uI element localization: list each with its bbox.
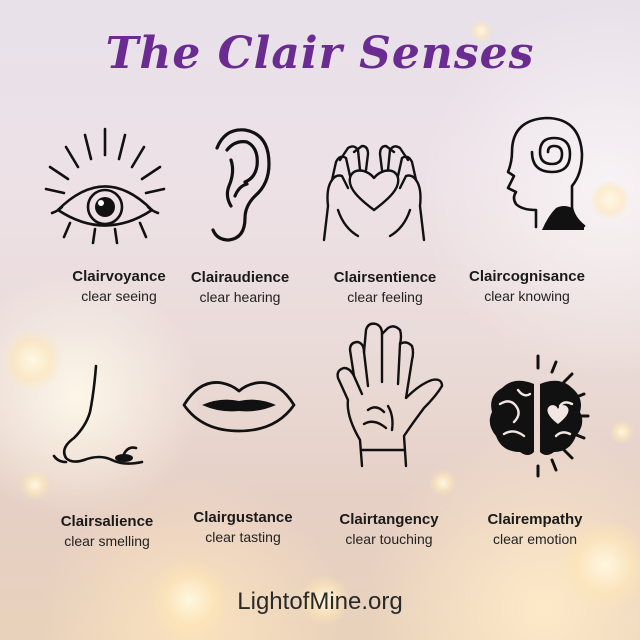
sense-description: clear seeing <box>81 288 157 305</box>
sense-label-clairtangency: Clairtangency clear touching <box>314 510 464 549</box>
sense-label-clairgustance: Clairgustance clear tasting <box>168 508 318 547</box>
hand-icon <box>336 322 444 468</box>
sense-description: clear knowing <box>484 288 570 305</box>
sense-description: clear hearing <box>199 289 281 306</box>
sense-label-clairsalience: Clairsalience clear smelling <box>32 512 182 551</box>
sense-description: clear emotion <box>492 531 578 548</box>
sense-label-clairvoyance: Clairvoyance clear seeing <box>44 267 194 306</box>
sense-description: clear smelling <box>64 533 150 550</box>
lips-icon <box>182 381 296 433</box>
bokeh-light <box>610 420 634 444</box>
sense-description: clear touching <box>345 531 433 548</box>
hands-heart-icon <box>322 144 426 242</box>
sense-label-clairempathy: Clairempathy clear emotion <box>460 510 610 549</box>
sense-label-claircognisance: Claircognisance clear knowing <box>452 267 602 306</box>
head-spiral-icon <box>506 116 586 230</box>
brain-heart-icon <box>489 354 590 478</box>
sense-name: Claircognisance <box>469 268 585 285</box>
sense-name: Clairgustance <box>193 509 293 526</box>
ear-icon <box>211 128 271 242</box>
page-title: The Clair Senses <box>105 28 535 79</box>
nose-icon <box>52 364 144 465</box>
sense-label-clairaudience: Clairaudience clear hearing <box>165 268 315 307</box>
bokeh-light <box>590 180 630 220</box>
sense-description: clear feeling <box>347 289 423 306</box>
sense-label-clairsentience: Clairsentience clear feeling <box>310 268 460 307</box>
eye-icon <box>44 127 166 245</box>
sense-name: Clairtangency <box>339 511 439 528</box>
sense-name: Clairempathy <box>487 511 583 528</box>
sense-description: clear tasting <box>205 529 281 546</box>
website-footer: LightofMine.org <box>237 588 403 615</box>
sense-name: Clairsentience <box>333 269 437 286</box>
bokeh-light <box>20 470 50 500</box>
sense-name: Clairsalience <box>60 513 154 530</box>
sense-name: Clairaudience <box>190 269 290 286</box>
sense-name: Clairvoyance <box>72 268 166 285</box>
bokeh-light <box>430 470 456 496</box>
